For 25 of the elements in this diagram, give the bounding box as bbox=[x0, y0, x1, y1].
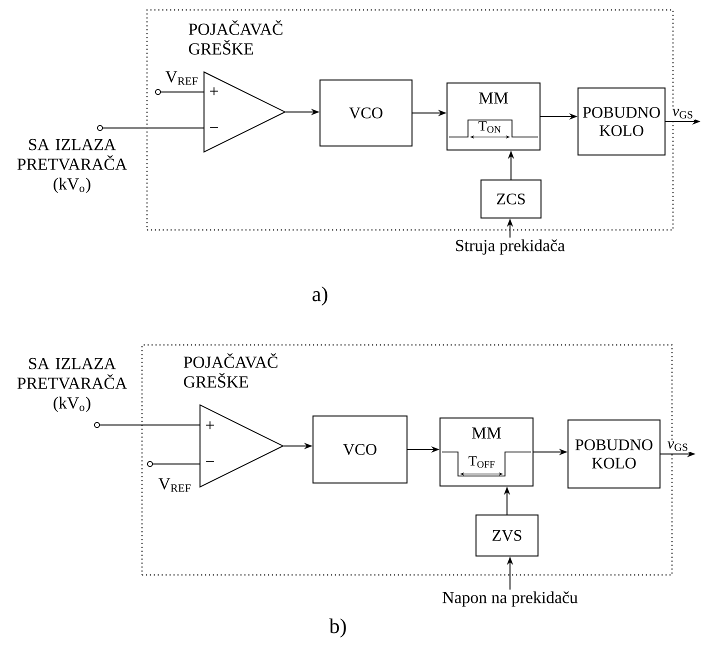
node-label: V$_{REF}$ bbox=[165, 71, 198, 85]
edge-label: v$_{GS}$ bbox=[670, 108, 696, 120]
panel-label: a) bbox=[312, 286, 328, 306]
monostable-box: MM T$_{OFF}$ bbox=[440, 418, 534, 486]
detector-box: ZCS bbox=[480, 180, 542, 218]
driver-box: POBUDNO KOLO bbox=[568, 420, 660, 488]
input-terminal: V$_{REF}$ bbox=[147, 461, 191, 492]
vco-box: VCO bbox=[312, 416, 408, 484]
node-label: SA IZLAZA PRETVARAČA (kV$_{o}$) bbox=[17, 358, 128, 412]
input-terminal: SA IZLAZA PRETVARAČA (kV$_{o}$) bbox=[17, 358, 128, 428]
input-terminal: V$_{REF}$ bbox=[155, 71, 198, 95]
detector-box: ZVS bbox=[476, 514, 538, 556]
panel-label: b) bbox=[329, 618, 346, 638]
input-label: Struja prekidača bbox=[456, 239, 565, 255]
node-label: POJAČAVAČ GREŠKE bbox=[188, 20, 282, 55]
vco-box: VCO bbox=[320, 80, 412, 146]
monostable-box: MM T$_{ON}$ bbox=[446, 82, 541, 150]
node-label: POJAČAVAČ GREŠKE bbox=[184, 353, 278, 388]
driver-box: POBUDNO KOLO bbox=[578, 88, 666, 156]
input-label: Napon na prekidaču bbox=[442, 591, 578, 607]
node-label: SA IZLAZA PRETVARAČA (kV$_{o}$) bbox=[17, 138, 128, 194]
node-label: V$_{REF}$ bbox=[158, 478, 191, 492]
dotted-frame bbox=[146, 9, 674, 231]
input-terminal: SA IZLAZA PRETVARAČA (kV$_{o}$) bbox=[17, 125, 128, 194]
edge-label: v$_{GS}$ bbox=[666, 440, 690, 452]
